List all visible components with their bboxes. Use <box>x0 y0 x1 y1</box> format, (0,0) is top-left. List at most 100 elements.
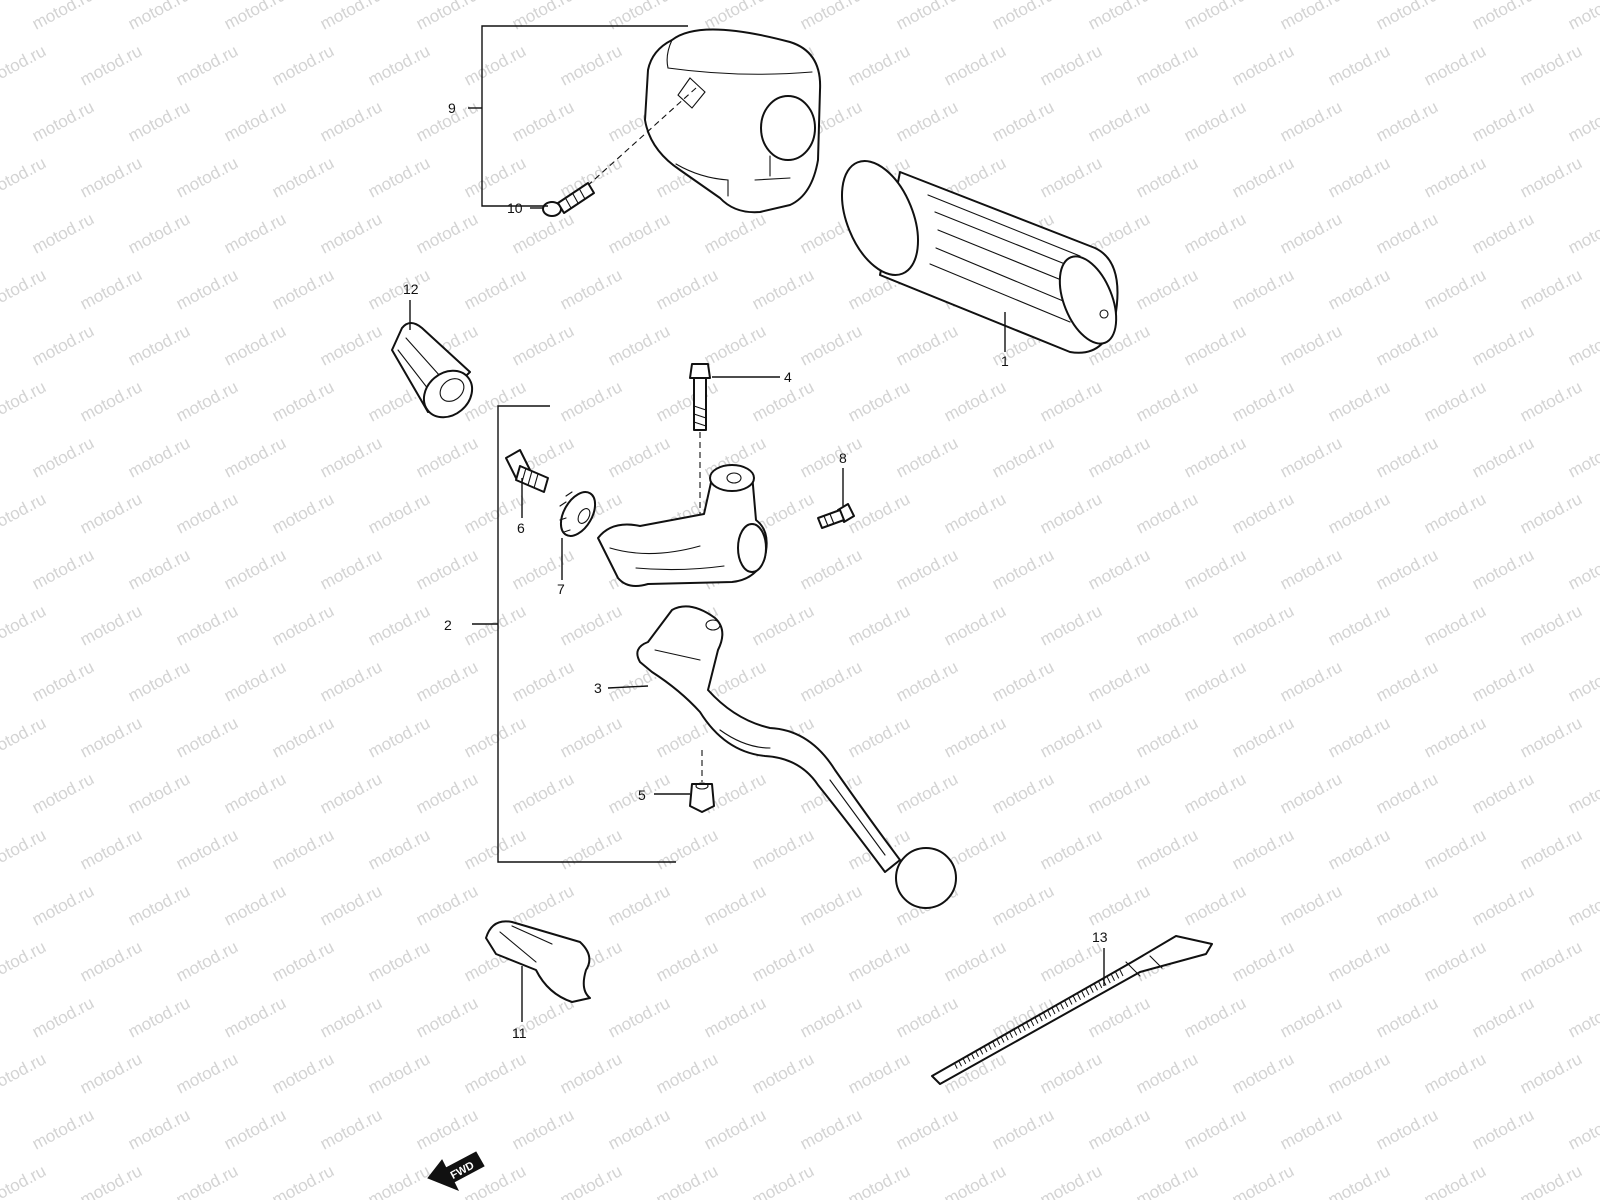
watermark-text: motod.ru <box>605 321 673 369</box>
watermark-text: motod.ru <box>1421 1049 1489 1097</box>
watermark-text: motod.ru <box>77 825 145 873</box>
watermark-text: motod.ru <box>509 769 577 817</box>
watermark-text: motod.ru <box>1373 769 1441 817</box>
watermark-text: motod.ru <box>413 545 481 593</box>
tie-tooth <box>953 1062 958 1069</box>
watermark-text: motod.ru <box>797 545 865 593</box>
watermark-text: motod.ru <box>125 1105 193 1153</box>
watermark-text: motod.ru <box>1085 97 1153 145</box>
watermark-text: motod.ru <box>1133 377 1201 425</box>
watermark-text: motod.ru <box>269 265 337 313</box>
watermark-text: motod.ru <box>1469 769 1537 817</box>
watermark-text: motod.ru <box>989 881 1057 929</box>
watermark-text: motod.ru <box>1085 881 1153 929</box>
watermark-text: motod.ru <box>1277 321 1345 369</box>
watermark-text: motod.ru <box>317 0 385 34</box>
tie-tooth <box>1051 1007 1056 1015</box>
watermark-text: motod.ru <box>557 41 625 89</box>
watermark-text: motod.ru <box>749 1161 817 1200</box>
watermark-text: motod.ru <box>1277 209 1345 257</box>
watermark-text: motod.ru <box>221 993 289 1041</box>
watermark-text: motod.ru <box>365 265 433 313</box>
watermark-text: motod.ru <box>1229 265 1297 313</box>
watermark-text: motod.ru <box>1133 41 1201 89</box>
watermark-text: motod.ru <box>413 209 481 257</box>
tie-tooth <box>1089 986 1094 993</box>
watermark-text: motod.ru <box>1277 0 1345 34</box>
watermark-text: motod.ru <box>1277 545 1345 593</box>
watermark-text: motod.ru <box>0 993 1 1041</box>
watermark-text: motod.ru <box>0 265 49 313</box>
watermark-text: motod.ru <box>1277 97 1345 145</box>
watermark-text: motod.ru <box>1517 937 1585 985</box>
tie-tooth <box>962 1057 967 1065</box>
watermark-text: motod.ru <box>1373 881 1441 929</box>
tie-tooth <box>983 1045 988 1053</box>
watermark-text: motod.ru <box>1037 1161 1105 1200</box>
watermark-text: motod.ru <box>77 601 145 649</box>
watermark-text: motod.ru <box>653 825 721 873</box>
watermark-text: motod.ru <box>365 41 433 89</box>
watermark-text: motod.ru <box>1133 1049 1201 1097</box>
watermark-text: motod.ru <box>365 713 433 761</box>
watermark-text: motod.ru <box>1565 881 1600 929</box>
watermark-text: motod.ru <box>1037 825 1105 873</box>
tie-tooth <box>1060 1003 1064 1010</box>
watermark-text: motod.ru <box>125 881 193 929</box>
watermark-text: motod.ru <box>1517 1161 1585 1200</box>
watermark-text: motod.ru <box>557 825 625 873</box>
watermark-text: motod.ru <box>1565 97 1600 145</box>
watermark-text: motod.ru <box>0 937 49 985</box>
watermark-text: motod.ru <box>1469 209 1537 257</box>
watermark-text: motod.ru <box>269 1161 337 1200</box>
watermark-text: motod.ru <box>269 377 337 425</box>
watermark-text: motod.ru <box>893 545 961 593</box>
watermark-text: motod.ru <box>173 377 241 425</box>
cable-boot-icon <box>391 322 474 419</box>
watermark-text: motod.ru <box>221 209 289 257</box>
watermark-text: motod.ru <box>77 1049 145 1097</box>
watermark-text: motod.ru <box>1325 601 1393 649</box>
watermark-text: motod.ru <box>77 265 145 313</box>
watermark-text: motod.ru <box>0 825 49 873</box>
watermark-text: motod.ru <box>1325 377 1393 425</box>
watermark-text: motod.ru <box>29 0 97 34</box>
watermark-text: motod.ru <box>317 97 385 145</box>
watermark-text: motod.ru <box>1325 937 1393 985</box>
watermark-text: motod.ru <box>749 937 817 985</box>
watermark-text: motod.ru <box>557 265 625 313</box>
watermark-text: motod.ru <box>845 377 913 425</box>
watermark-text: motod.ru <box>1277 657 1345 705</box>
watermark-text: motod.ru <box>845 713 913 761</box>
watermark-text: motod.ru <box>1373 0 1441 34</box>
watermark-text: motod.ru <box>1421 825 1489 873</box>
watermark-text: motod.ru <box>0 153 49 201</box>
watermark-text: motod.ru <box>1037 1049 1105 1097</box>
watermark-text: motod.ru <box>0 97 1 145</box>
tie-tooth <box>1055 1005 1060 1012</box>
watermark-text: motod.ru <box>941 41 1009 89</box>
watermark-text: motod.ru <box>1085 993 1153 1041</box>
watermark-text: motod.ru <box>509 97 577 145</box>
watermark-text: motod.ru <box>1229 377 1297 425</box>
watermark-text: motod.ru <box>605 433 673 481</box>
watermark-text: motod.ru <box>1325 1049 1393 1097</box>
watermark-text: motod.ru <box>413 0 481 34</box>
watermark-text: motod.ru <box>989 97 1057 145</box>
watermark-text: motod.ru <box>269 41 337 89</box>
watermark-text: motod.ru <box>1373 657 1441 705</box>
watermark-text: motod.ru <box>1517 713 1585 761</box>
watermark-text: motod.ru <box>1469 881 1537 929</box>
watermark-text: motod.ru <box>893 993 961 1041</box>
watermark-text: motod.ru <box>0 769 1 817</box>
watermark-text: motod.ru <box>1181 657 1249 705</box>
watermark-text: motod.ru <box>317 769 385 817</box>
callout-1: 1 <box>1001 353 1009 369</box>
handlebar-grip-icon <box>841 160 1119 354</box>
watermark-text: motod.ru <box>845 601 913 649</box>
cable-tie-icon <box>931 935 1213 1085</box>
watermark-text: motod.ru <box>461 153 529 201</box>
watermark-text: motod.ru <box>1469 0 1537 34</box>
watermark-text: motod.ru <box>413 769 481 817</box>
adjuster-bolt-icon <box>505 449 549 493</box>
